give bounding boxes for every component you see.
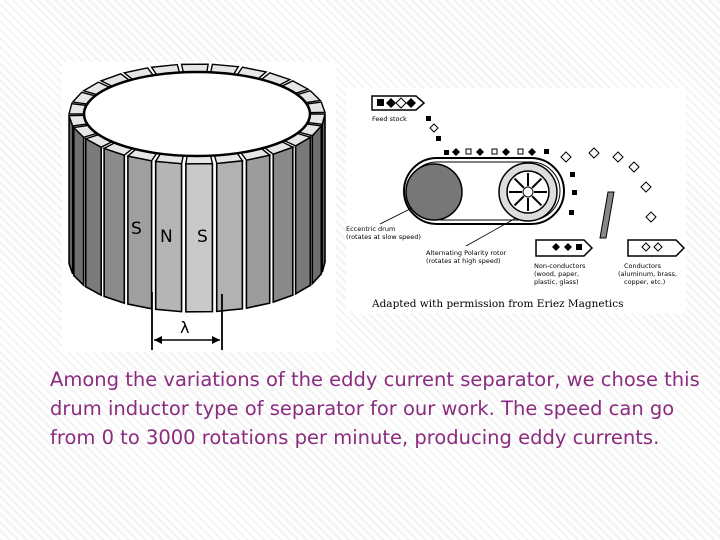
rotor-spoke	[531, 195, 543, 207]
rotor-spoke	[513, 177, 525, 189]
magnet-segment	[294, 135, 312, 296]
bin-particle	[653, 242, 663, 252]
non-conductor-bin	[535, 239, 594, 257]
splitter-plate	[599, 191, 615, 239]
non-conductor-drop	[569, 172, 577, 215]
caption-text: Among the variations of the eddy current…	[50, 368, 700, 449]
feed-particle	[386, 98, 396, 108]
pole-label-s1: S	[131, 219, 142, 239]
eccentric-drum-leader	[379, 207, 413, 225]
wavelength-label: λ	[180, 318, 189, 337]
drum-magnet-segments	[68, 63, 326, 313]
magnet-segment	[84, 137, 102, 297]
non-conductors-sublabel-2: plastic, glass)	[534, 278, 579, 286]
non-conductors-label: Non-conductors	[534, 262, 586, 270]
rotor-hub	[522, 186, 534, 198]
drum-inductor-panel: S N S λ	[62, 62, 336, 352]
drum-inductor-diagram: S N S λ	[68, 63, 326, 350]
feed-particle	[406, 98, 416, 108]
eccentric-drum-label: Eccentric drum	[346, 225, 395, 233]
rotor-label: Alternating Polarity rotor	[426, 249, 507, 257]
magnet-segment	[311, 123, 323, 286]
feed-particle	[395, 97, 407, 109]
eccentric-drum-sublabel: (rotates at slow speed)	[346, 233, 421, 241]
magnet-segment	[68, 115, 74, 275]
eddy-separator-diagram: Feed stock	[346, 95, 686, 310]
bin-particle	[552, 243, 560, 251]
magnet-segment	[245, 154, 271, 310]
wavelength-arrowhead-right	[212, 336, 220, 344]
falling-particle	[436, 136, 441, 141]
rotor-spokes	[509, 173, 547, 211]
bin-particle	[576, 244, 582, 250]
falling-particle	[426, 116, 431, 121]
wavelength-arrowhead-left	[154, 336, 162, 344]
drum-top-opening	[82, 70, 312, 158]
rotor-leader	[465, 217, 517, 247]
image-credit: Adapted with permission from Eriez Magne…	[371, 298, 623, 310]
pole-label-s2: S	[197, 227, 208, 247]
belt-particles	[444, 148, 549, 156]
bin-particle	[564, 243, 572, 251]
non-conductors-sublabel: (wood, paper,	[534, 270, 579, 278]
eddy-separator-panel: Feed stock	[346, 88, 686, 313]
rotor-spoke	[513, 195, 525, 207]
conductors-label: Conductors	[624, 262, 662, 270]
rotor-spoke	[531, 177, 543, 189]
conductor-trajectory	[560, 147, 657, 223]
feed-particle	[377, 99, 384, 106]
feed-stock-label: Feed stock	[372, 115, 407, 123]
magnet-segment	[103, 147, 126, 305]
falling-particle	[429, 123, 439, 133]
magnet-segment	[73, 125, 85, 288]
pole-label-n: N	[160, 227, 173, 247]
magnet-segment	[321, 113, 326, 273]
conductors-sublabel: (aluminum, brass,	[618, 270, 677, 278]
eccentric-drum	[405, 163, 463, 221]
magnet-segment	[272, 146, 294, 304]
magnet-segment	[215, 159, 244, 313]
rotor-sublabel: (rotates at high speed)	[426, 257, 501, 265]
bin-particle	[641, 242, 651, 252]
conductors-sublabel-2: copper, etc.)	[624, 278, 665, 286]
